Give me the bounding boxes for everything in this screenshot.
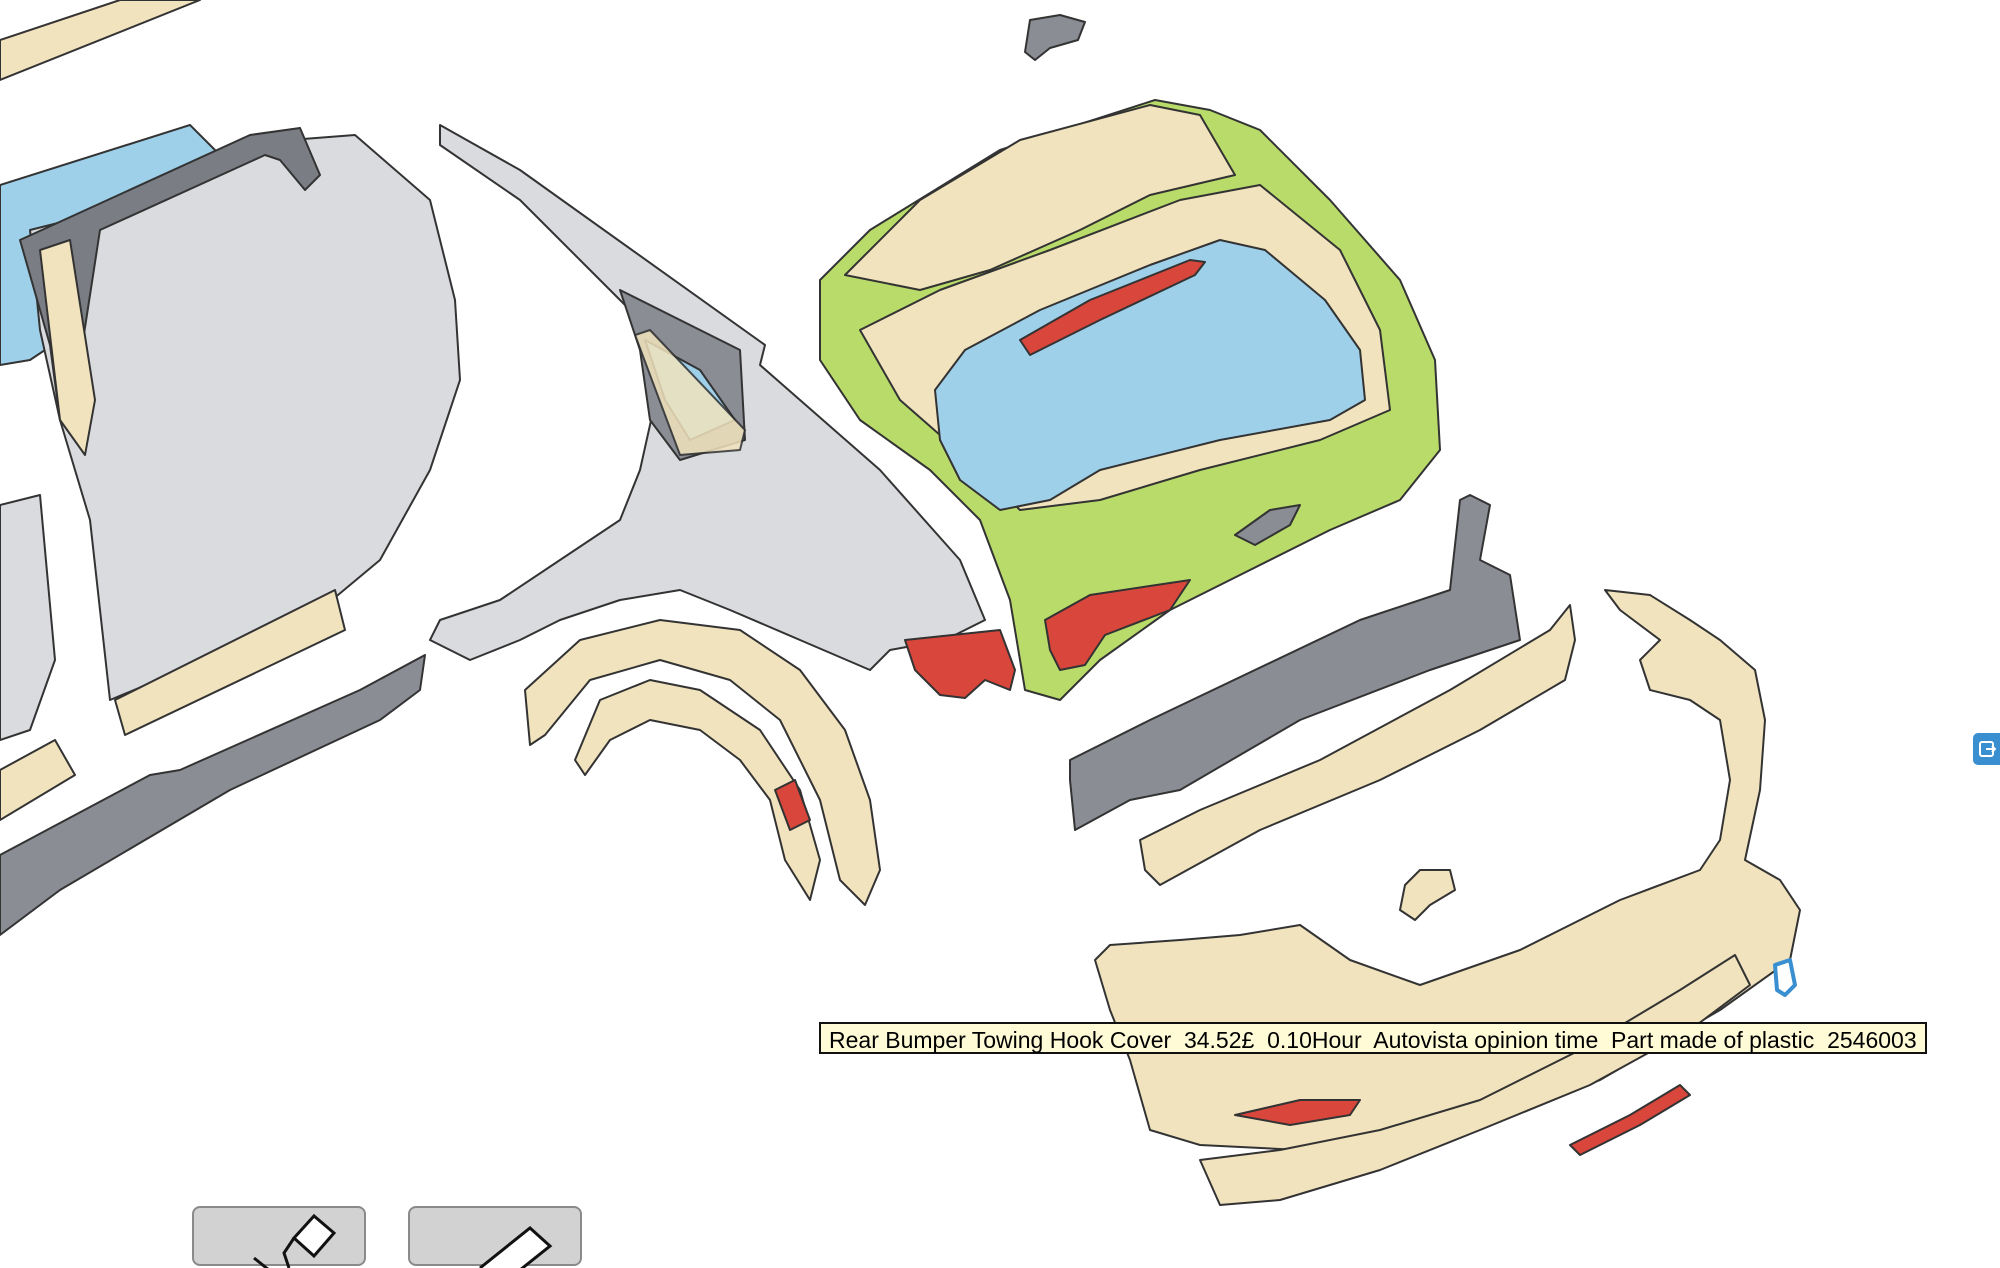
rear-bumper-reflector-right[interactable]: [1569, 1084, 1691, 1156]
side-marker-reflector[interactable]: [774, 779, 811, 831]
front-door-fragment[interactable]: [0, 494, 56, 741]
rear-bumper-reflector-left[interactable]: [1234, 1099, 1361, 1126]
tooltip-material: Part made of plastic: [1611, 1027, 1815, 1053]
tooltip-part-name: Rear Bumper Towing Hook Cover: [829, 1027, 1172, 1053]
tooltip-price: 34.52£: [1183, 1027, 1255, 1053]
side-sill-structure[interactable]: [0, 654, 426, 936]
front-door-lower-moulding[interactable]: [0, 739, 76, 821]
tailgate-spoiler[interactable]: [844, 104, 1236, 291]
tooltip-part-number: 2546003: [1827, 1027, 1917, 1053]
tailgate-hinge-top[interactable]: [1024, 14, 1086, 61]
high-mount-brake-light[interactable]: [1019, 259, 1206, 356]
door-pillar-trim[interactable]: [39, 239, 96, 456]
rear-valance-panel[interactable]: [1199, 954, 1751, 1206]
paint-bucket-icon: [253, 1213, 337, 1268]
wheel-arch-liner-inner[interactable]: [574, 679, 821, 901]
bumper-reinforcement[interactable]: [1069, 494, 1521, 831]
rear-bumper-cover[interactable]: [1094, 589, 1801, 1151]
tooltip-labour-time: 0.10Hour: [1267, 1027, 1362, 1053]
rear-door-shell[interactable]: [29, 134, 461, 701]
bumper-mounting-bracket[interactable]: [1399, 869, 1456, 921]
expand-panel-icon[interactable]: [1973, 733, 2000, 765]
quarter-window-trim[interactable]: [634, 329, 746, 456]
rear-lamp-tailgate[interactable]: [1044, 579, 1191, 671]
tooltip-time-source: Autovista opinion time: [1373, 1027, 1599, 1053]
tailgate-emblem[interactable]: [1234, 504, 1301, 546]
towing-hook-cover[interactable]: [1773, 958, 1797, 997]
door-lower-moulding[interactable]: [114, 589, 346, 736]
rear-window-glass[interactable]: [934, 239, 1366, 511]
roof-rail-fragment[interactable]: [0, 0, 201, 81]
eraser-icon: [479, 1226, 553, 1268]
part-info-tooltip: Rear Bumper Towing Hook Cover 34.52£ 0.1…: [819, 1022, 1927, 1054]
wheel-arch-liner-outer[interactable]: [524, 619, 881, 906]
bumper-energy-absorber[interactable]: [1139, 604, 1576, 886]
paint-tool-button[interactable]: [192, 1206, 366, 1268]
rear-lamp-quarter[interactable]: [904, 629, 1016, 699]
eraser-tool-button[interactable]: [408, 1206, 582, 1268]
